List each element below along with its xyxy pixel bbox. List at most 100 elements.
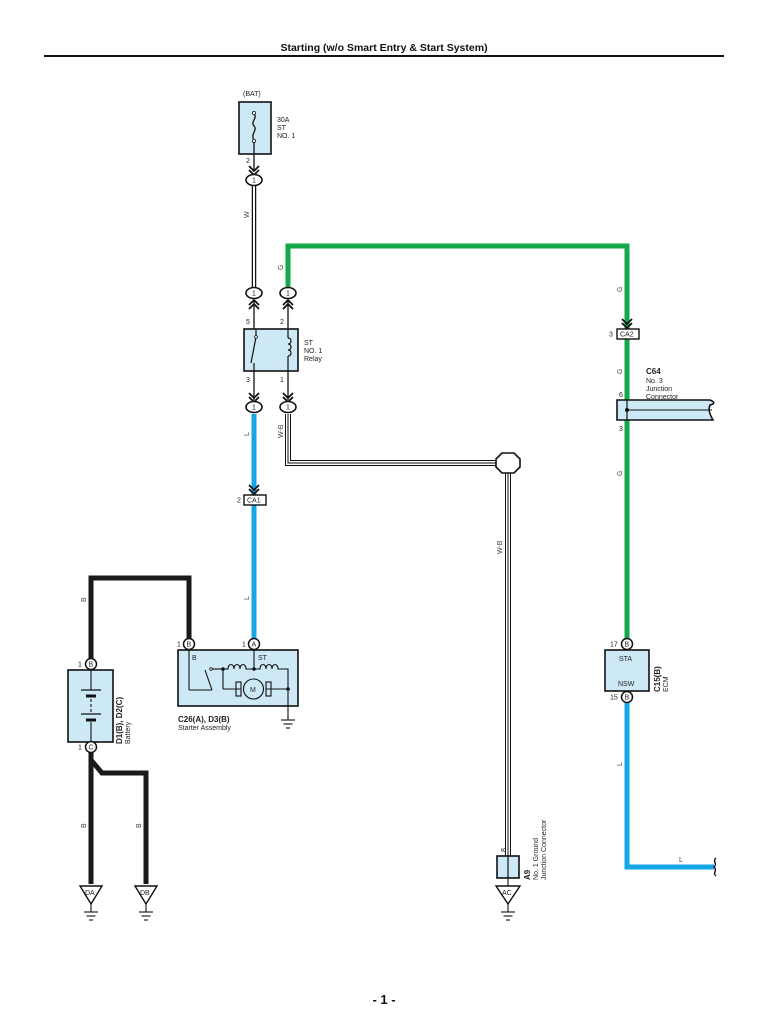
c64-name2: Junction: [646, 386, 672, 393]
inline-connector-relay-out-right: 1: [279, 400, 297, 414]
connector-arrow-icon: [621, 318, 633, 330]
svg-text:AC: AC: [502, 890, 512, 897]
svg-text:B: B: [187, 642, 192, 649]
fuse-name1: ST: [277, 125, 287, 132]
svg-text:CA2: CA2: [620, 332, 634, 339]
starter-code: C26(A), D3(B): [178, 715, 230, 724]
ecm-pin-nsw: B 15: [610, 690, 634, 704]
ground-junction-a9: 8: [496, 848, 520, 886]
fuse-rating: 30A: [277, 117, 290, 124]
a9-code: A9: [523, 869, 532, 880]
a9-name1: No. 1 Ground: [533, 838, 540, 880]
title-rule: [44, 55, 724, 57]
page-title: Starting (w/o Smart Entry & Start System…: [280, 42, 488, 54]
svg-text:A: A: [252, 642, 257, 649]
ground-db: DB: [133, 885, 159, 921]
svg-text:1: 1: [78, 745, 82, 752]
relay-name1: ST: [304, 340, 314, 347]
starter-assembly: B ST M: [177, 649, 299, 729]
wire-black-ground-db: [89, 758, 149, 884]
motor-icon: [242, 678, 265, 700]
battery-pin-c: C 1: [78, 740, 98, 754]
wire-blue-ecm-nsw: [624, 700, 714, 870]
c64-pin-top: 6: [619, 392, 623, 399]
inline-connector-relay-in-left: 1: [245, 286, 263, 300]
c64-pin-bottom: 3: [619, 426, 623, 433]
starter-coil1-icon: [223, 663, 254, 670]
ecm-code: C15(B): [653, 666, 662, 692]
wire-label-wb-upper: W-B: [278, 424, 285, 438]
ground-ac: AC: [494, 885, 522, 921]
svg-text:17: 17: [610, 642, 618, 649]
fuse-name2: NO. 1: [277, 133, 295, 140]
wire-break-icon: [712, 857, 717, 877]
ca1-pin: 2: [237, 498, 241, 505]
fuse-30a-st-no1: (BAT) 30A ST NO. 1 2: [238, 91, 295, 170]
page-number: - 1 -: [372, 992, 396, 1007]
inline-connector-relay-in-right: 1: [279, 286, 297, 300]
svg-text:DA: DA: [85, 890, 95, 897]
svg-text:B: B: [625, 695, 630, 702]
ecm-term-sta: STA: [619, 656, 632, 663]
a9-pin: 8: [501, 848, 508, 852]
wire-label-l-ecm-bottom: L: [679, 857, 683, 864]
fuse-source-label: (BAT): [243, 91, 261, 98]
starter-name: Starter Assembly: [178, 725, 231, 732]
splice-point: [495, 452, 521, 474]
svg-text:1: 1: [78, 662, 82, 669]
relay-pin-3: 3: [246, 377, 250, 384]
connector-ca1: CA1 2: [237, 494, 267, 506]
ecm-term-nsw: NSW: [618, 681, 635, 688]
c64-name1: No. 3: [646, 378, 663, 385]
wire-label-w: W: [244, 211, 251, 218]
wire-label-l-ecm: L: [617, 762, 624, 766]
svg-text:B: B: [89, 662, 94, 669]
wire-label-b-battery: B: [81, 597, 88, 602]
wire-black-battery-to-starter: [88, 575, 192, 664]
svg-text:1: 1: [252, 405, 256, 412]
wire-label-g-mid: G: [617, 369, 624, 374]
svg-text:1: 1: [252, 178, 256, 185]
ground-da: DA: [78, 885, 104, 921]
wire-label-l-upper: L: [244, 432, 251, 436]
svg-text:1: 1: [242, 642, 246, 649]
starter-pin-a: A 1: [242, 637, 261, 651]
relay-st-no1: [243, 328, 299, 372]
svg-text:B: B: [625, 642, 630, 649]
wire-label-l-lower: L: [244, 596, 251, 600]
battery-pin-b: B 1: [78, 657, 98, 671]
relay-switch-icon: [250, 336, 257, 364]
starter-switch-icon: [204, 669, 213, 691]
svg-text:CA1: CA1: [247, 498, 261, 505]
relay-name2: NO. 1: [304, 348, 322, 355]
relay-name3: Relay: [304, 356, 322, 363]
ecm: STA NSW: [604, 649, 650, 692]
connector-ca2: CA2 3: [609, 328, 640, 340]
a9-name2: Junction Connector: [541, 819, 548, 880]
relay-pin-5: 5: [246, 319, 250, 326]
wire-label-b-db: B: [136, 823, 143, 828]
inline-connector-relay-out-left: 1: [245, 400, 263, 414]
wire-label-g-left: G: [278, 265, 285, 270]
svg-text:15: 15: [610, 695, 618, 702]
ecm-name: ECM: [663, 676, 670, 692]
svg-text:1: 1: [177, 642, 181, 649]
battery-name: Battery: [125, 721, 132, 744]
starter-pin-b: B 1: [177, 637, 196, 651]
wire-label-b-da: B: [81, 823, 88, 828]
c64-code: C64: [646, 367, 661, 376]
wire-label-wb-lower: W-B: [497, 540, 504, 554]
svg-text:1: 1: [286, 291, 290, 298]
ground-symbol-icon: [84, 911, 98, 921]
wire-label-g-right-top: G: [617, 287, 624, 292]
battery-code: D1(B), D2(C): [115, 697, 124, 744]
starter-term-st: ST: [258, 655, 268, 662]
svg-text:1: 1: [252, 291, 256, 298]
battery: [67, 669, 114, 743]
inline-connector-fuse: 1: [245, 173, 263, 187]
wire-wb-relay-to-ground: [285, 414, 511, 856]
svg-text:DB: DB: [140, 890, 150, 897]
c64-name3: Connector: [646, 394, 679, 401]
starter-coil2-icon: [254, 663, 289, 689]
